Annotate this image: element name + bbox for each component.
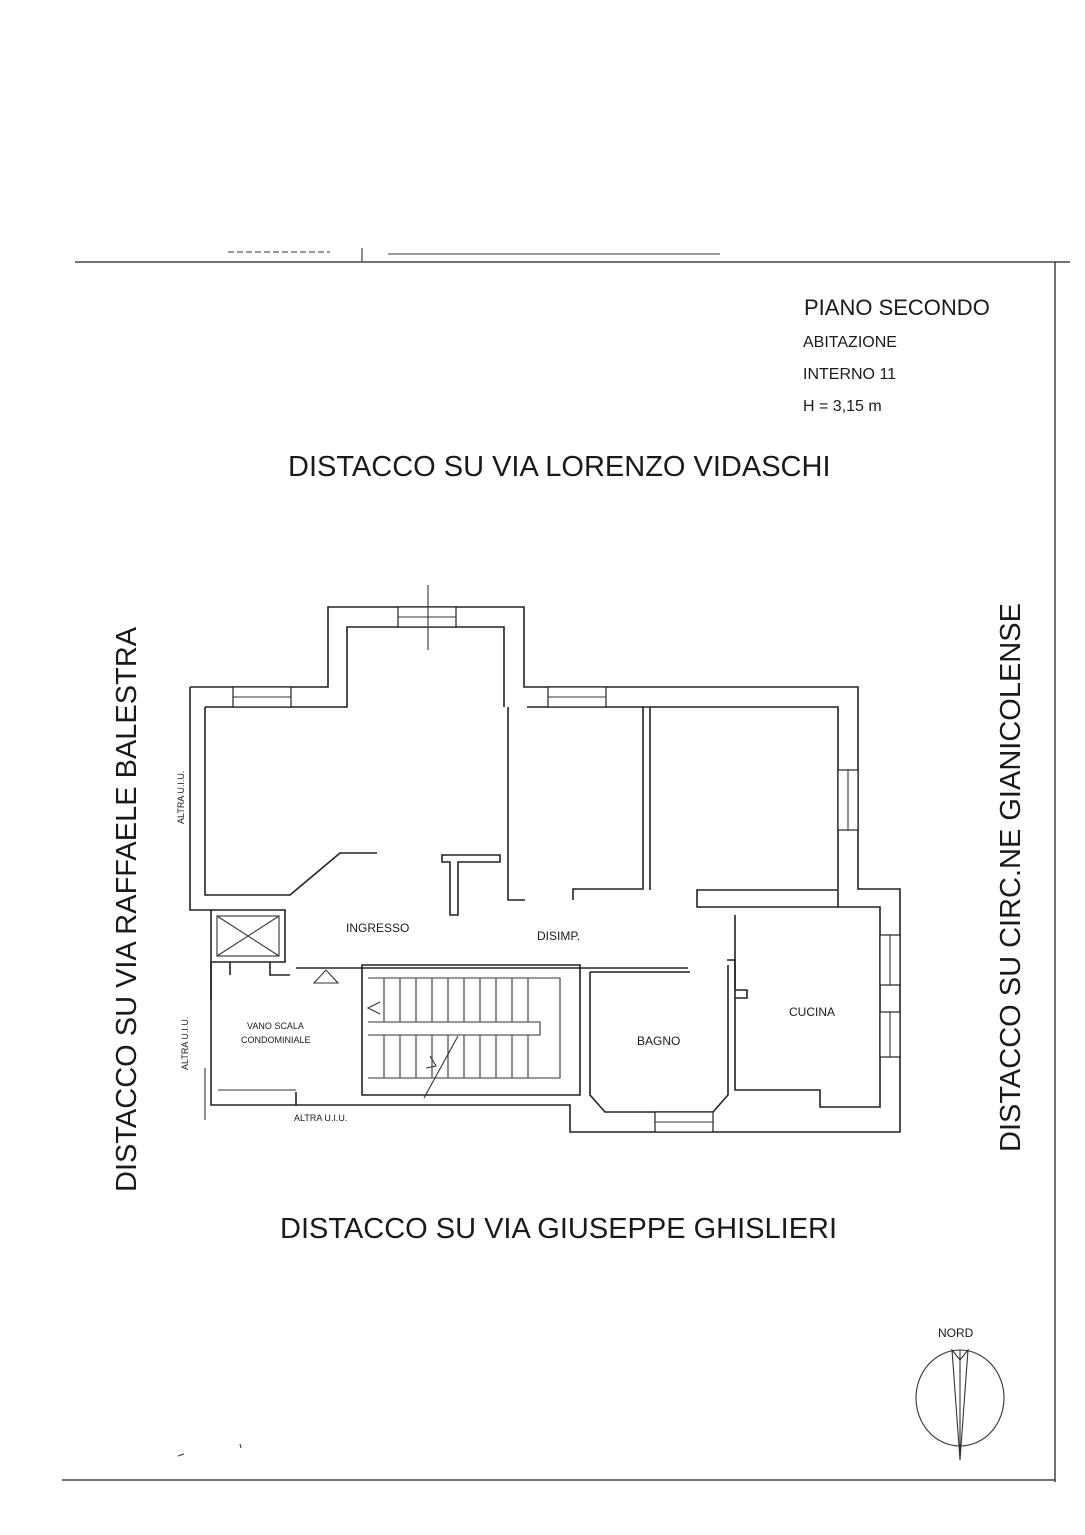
street-bottom-label: DISTACCO SU VIA GIUSEPPE GHISLIERI [280,1213,837,1245]
neighbor-left-upper: ALTRA U.I.U. [176,771,186,824]
room-labels: INGRESSO DISIMP. BAGNO CUCINA VANO SCALA… [241,921,835,1048]
title-block: PIANO SECONDO ABITAZIONE INTERNO 11 H = … [803,295,990,415]
neighbor-labels: ALTRA U.I.U. ALTRA U.I.U. ALTRA U.I.U. [176,771,347,1123]
compass-label: NORD [938,1326,974,1340]
sheet-frame [62,248,1070,1482]
neighbor-left-lower: ALTRA U.I.U. [180,1017,190,1070]
room-vano-scala-line1: VANO SCALA [247,1021,304,1031]
unit-label: INTERNO 11 [803,366,896,383]
floor-title: PIANO SECONDO [804,295,990,320]
stair-treads [366,978,529,1099]
use-label: ABITAZIONE [803,334,897,351]
street-left-label: DISTACCO SU VIA RAFFAELE BALESTRA [111,626,143,1192]
apartment-walls [189,606,901,1133]
street-right-label: DISTACCO SU CIRC.NE GIANICOLENSE [995,603,1027,1152]
room-disimp: DISIMP. [537,929,580,943]
north-arrow-icon [951,1348,969,1461]
room-vano-scala-line2: CONDOMINIALE [241,1035,311,1045]
height-label: H = 3,15 m [803,398,882,415]
windows [232,585,901,1133]
scan-marks [177,1443,242,1457]
room-cucina: CUCINA [789,1005,835,1019]
neighbor-bottom: ALTRA U.I.U. [294,1113,347,1123]
room-bagno: BAGNO [637,1034,680,1048]
north-compass: NORD [915,1326,1005,1461]
street-top-label: DISTACCO SU VIA LORENZO VIDASCHI [288,451,831,483]
room-ingresso: INGRESSO [346,921,409,935]
